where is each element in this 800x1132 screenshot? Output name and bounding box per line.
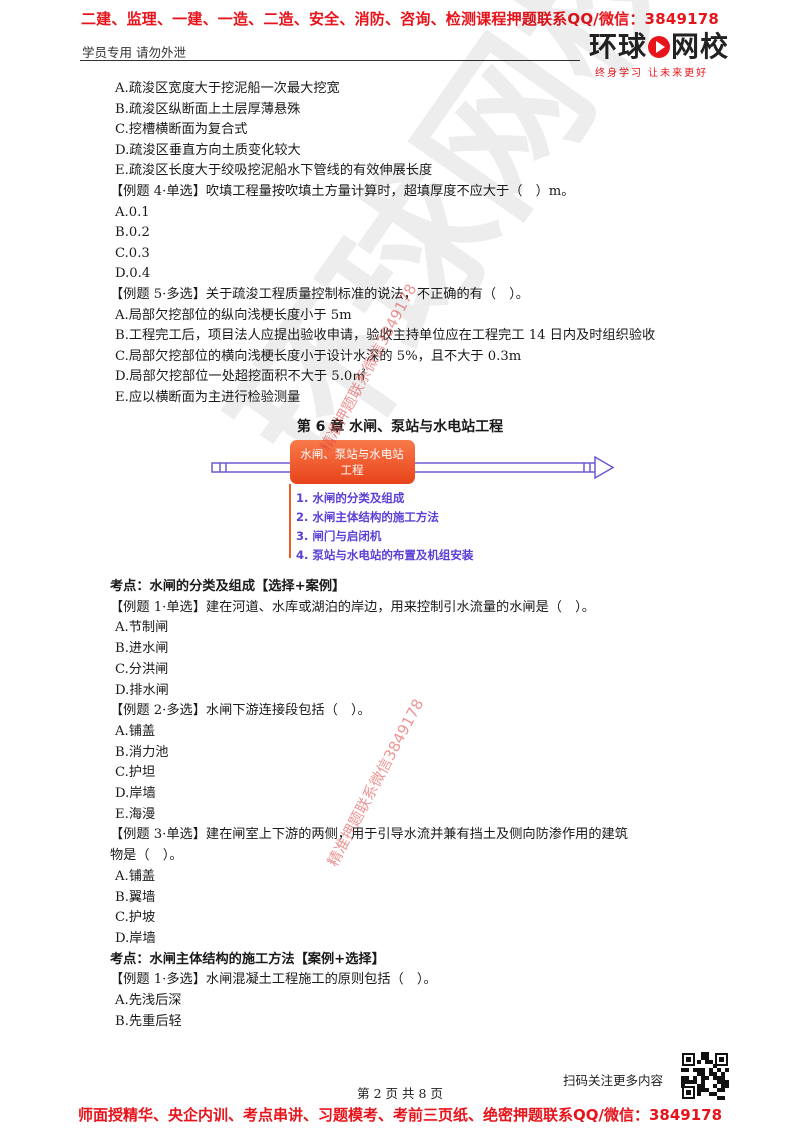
answer-option: B.疏浚区纵断面上土层厚薄悬殊	[115, 101, 301, 117]
answer-option: A.疏浚区宽度大于挖泥船一次最大挖宽	[115, 81, 340, 96]
answer-option: E.应以横断面为主进行检验测量	[115, 390, 301, 405]
question-text: 【例题 1·单选】建在河道、水库或湖泊的岸边，用来控制引水流量的水闸是（ ）。	[110, 599, 595, 615]
mindmap-item: 3. 闸门与启闭机	[296, 529, 382, 543]
answer-option: B.工程完工后，项目法人应提出验收申请，验收主持单位应在工程完工 14 日内及时…	[115, 328, 656, 344]
answer-option: B.先重后轻	[115, 1013, 182, 1029]
page-number: 第 2 页 共 8 页	[357, 1086, 443, 1101]
section-heading: 考点：水闸的分类及组成【选择+案例】	[110, 579, 346, 594]
answer-option: D.局部欠挖部位一处超挖面积不大于 5.0㎡	[115, 369, 366, 385]
topic-box-line1: 水闸、泵站与水电站	[300, 447, 404, 461]
mindmap-item: 1. 水闸的分类及组成	[296, 491, 405, 505]
logo-text-b: 网校	[671, 30, 730, 63]
answer-option: B.消力池	[115, 744, 169, 760]
chapter-mindmap: 水闸、泵站与水电站 工程 1. 水闸的分类及组成 2. 水闸主体结构的施工方法 …	[211, 440, 615, 562]
play-icon	[648, 36, 671, 58]
answer-option: A.铺盖	[115, 723, 156, 739]
logo-text-a: 环球	[589, 30, 648, 63]
topic-box-line2: 工程	[341, 463, 364, 477]
answer-option: C.0.3	[115, 245, 150, 261]
answer-option: A.先浅后深	[115, 993, 182, 1008]
answer-option: D.排水闸	[115, 682, 169, 698]
chapter-title: 第 6 章 水闸、泵站与水电站工程	[296, 419, 504, 435]
mindmap-item: 4. 泵站与水电站的布置及机组安装	[296, 548, 474, 562]
answer-option: C.分洪闸	[115, 661, 169, 677]
qr-code	[681, 1052, 729, 1100]
answer-option: D.岸墙	[115, 930, 156, 946]
answer-option: D.0.4	[115, 266, 151, 282]
question-text: 【例题 4·单选】吹填工程量按吹填土方量计算时，超填厚度不应大于（ ）m。	[110, 184, 575, 199]
header-divider	[80, 60, 580, 61]
question-text: 【例题 2·多选】水闸下游连接段包括（ ）。	[110, 703, 371, 719]
answer-option: C.局部欠挖部位的横向浅梗长度小于设计水深的 5%，且不大于 0.3m	[115, 348, 522, 364]
question-text: 【例题 3·单选】建在闸室上下游的两侧，用于引导水流并兼有挡土及侧向防渗作用的建…	[110, 827, 628, 843]
answer-option: C.挖槽横断面为复合式	[115, 122, 248, 138]
answer-option: A.局部欠挖部位的纵向浅梗长度小于 5m	[115, 307, 352, 323]
answer-option: D.疏浚区垂直方向土质变化较大	[115, 142, 301, 158]
answer-option: B.进水闸	[115, 641, 169, 657]
answer-option: B.翼墙	[115, 889, 156, 905]
chapter-topic-box	[290, 440, 415, 484]
answer-option: A.铺盖	[115, 868, 156, 884]
answer-option: C.护坡	[115, 910, 156, 926]
top-promo-banner: 二建、监理、一建、一造、二造、安全、消防、咨询、检测课程押题联系QQ/微信：38…	[80, 10, 720, 28]
question-text: 物是（ ）。	[110, 848, 183, 864]
answer-option: C.护坦	[115, 765, 156, 781]
question-text: 【例题 1·多选】水闸混凝土工程施工的原则包括（ ）。	[110, 972, 437, 988]
qr-label: 扫码关注更多内容	[563, 1073, 664, 1088]
answer-option: E.海漫	[115, 806, 156, 822]
brand-logo: 环球 网校 终身学习 让未来更好	[589, 32, 739, 82]
answer-option: E.疏浚区长度大于绞吸挖泥船水下管线的有效伸展长度	[115, 163, 433, 179]
section-heading: 考点：水闸主体结构的施工方法【案例+选择】	[110, 951, 385, 967]
answer-option: B.0.2	[115, 225, 150, 241]
bottom-promo-banner: 师面授精华、央企内训、考点串讲、习题模考、考前三页纸、绝密押题联系QQ/微信：3…	[77, 1106, 723, 1124]
answer-option: D.岸墙	[115, 786, 156, 801]
question-text: 【例题 5·多选】关于疏浚工程质量控制标准的说法，不正确的有（ ）。	[110, 287, 529, 302]
answer-option: A.节制闸	[115, 620, 169, 636]
header-label: 学员专用 请勿外泄	[82, 45, 186, 60]
logo-slogan: 终身学习 让未来更好	[595, 68, 709, 79]
mindmap-item: 2. 水闸主体结构的施工方法	[296, 510, 439, 524]
answer-option: A.0.1	[115, 204, 150, 220]
